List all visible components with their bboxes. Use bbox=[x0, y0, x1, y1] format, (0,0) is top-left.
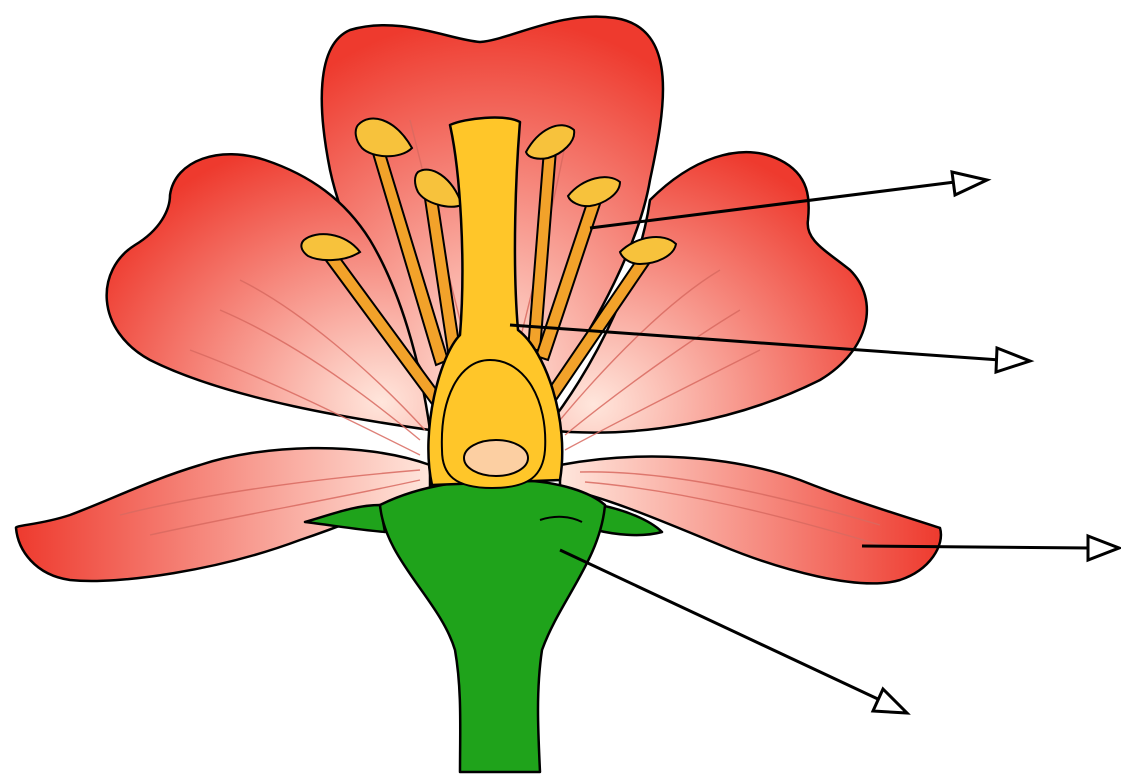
sepals bbox=[305, 480, 662, 772]
ovule bbox=[464, 440, 528, 476]
receptacle bbox=[380, 480, 605, 772]
